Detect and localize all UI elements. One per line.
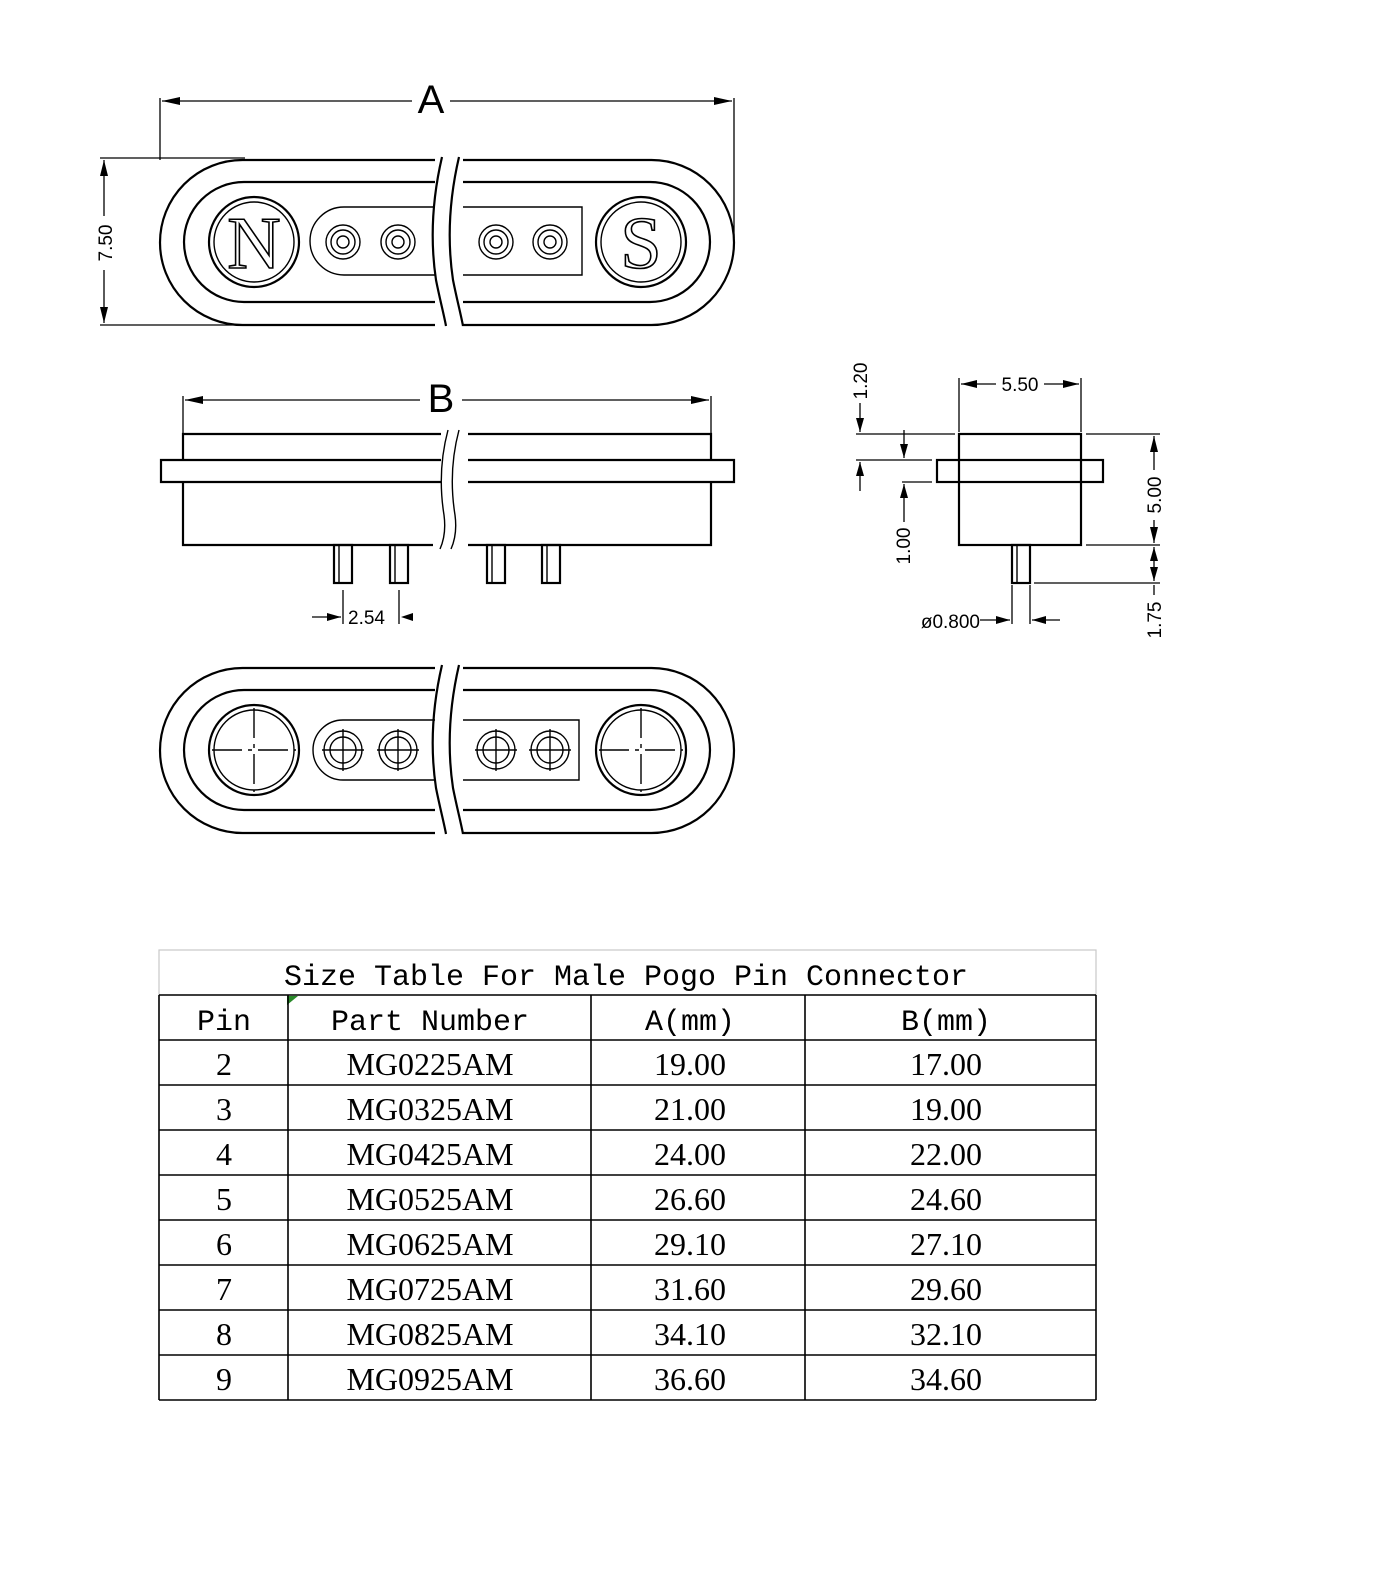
flange-offset-label: 1.00	[894, 528, 915, 565]
size-table-title: Size Table For Male Pogo Pin Connector	[284, 961, 968, 995]
table-cell: 36.60	[654, 1361, 726, 1397]
table-cell: 9	[216, 1361, 232, 1397]
dimension-a: A	[159, 78, 735, 238]
table-cell: 7	[216, 1271, 232, 1307]
table-cell: MG0525AM	[346, 1181, 513, 1217]
north-pole-label: N	[227, 203, 280, 285]
pin-length-label: 1.75	[1145, 602, 1166, 639]
table-header-cell: Part Number	[331, 1006, 529, 1040]
table-cell: 5	[216, 1181, 232, 1217]
north-magnet: N	[207, 195, 301, 289]
bottom-view	[158, 664, 736, 835]
table-cell: 19.00	[654, 1046, 726, 1082]
table-cell: MG0325AM	[346, 1091, 513, 1127]
dimension-pin-diameter: ø0.800	[921, 585, 1060, 633]
table-cell: 24.60	[910, 1181, 982, 1217]
table-cell: 6	[216, 1226, 232, 1262]
table-cell: 3	[216, 1091, 232, 1127]
table-cell: 2	[216, 1046, 232, 1082]
table-cell: 4	[216, 1136, 232, 1172]
table-cell: 24.00	[654, 1136, 726, 1172]
dimension-height-750: 7.50	[96, 157, 245, 326]
table-cell: 29.10	[654, 1226, 726, 1262]
table-cell: 19.00	[910, 1091, 982, 1127]
size-table: Size Table For Male Pogo Pin Connector P…	[158, 949, 1097, 1401]
table-cell: MG0625AM	[346, 1226, 513, 1262]
table-cell: MG0225AM	[346, 1046, 513, 1082]
table-cell: 34.60	[910, 1361, 982, 1397]
table-header-cell: Pin	[197, 1006, 251, 1040]
table-cell: MG0725AM	[346, 1271, 513, 1307]
table-header-cell: A(mm)	[645, 1006, 735, 1040]
south-magnet: S	[594, 195, 688, 289]
table-cell: MG0925AM	[346, 1361, 513, 1397]
dimension-flange-offset-100: 1.00	[894, 430, 932, 564]
dimension-pin-length-175: 1.75	[1145, 547, 1166, 638]
top-view: A 7.50 N	[96, 78, 736, 327]
top-pins	[325, 224, 568, 260]
table-cell: 17.00	[910, 1046, 982, 1082]
side-pins	[332, 543, 562, 585]
height-label: 7.50	[96, 225, 117, 262]
width-label: 5.50	[1002, 375, 1039, 396]
table-cell: 34.10	[654, 1316, 726, 1352]
side-view: B 2.54	[159, 377, 736, 629]
pin-diameter-label: ø0.800	[921, 612, 980, 633]
table-cell: MG0825AM	[346, 1316, 513, 1352]
table-cell: 31.60	[654, 1271, 726, 1307]
dimension-pitch: 2.54	[312, 590, 413, 629]
flange-label: 1.20	[851, 363, 872, 400]
dimension-b-label: B	[428, 377, 455, 421]
table-cell: 22.00	[910, 1136, 982, 1172]
bottom-pins	[322, 729, 571, 771]
dimension-b: B	[182, 377, 712, 433]
table-cell: MG0425AM	[346, 1136, 513, 1172]
dimension-height-500: 5.00	[1034, 433, 1166, 584]
table-cell: 21.00	[654, 1091, 726, 1127]
dimension-flange-120: 1.20	[851, 363, 955, 491]
pitch-label: 2.54	[348, 608, 385, 629]
dimension-width-550: 5.50	[958, 375, 1082, 432]
end-view: 5.50 1.20 1.00	[851, 363, 1166, 639]
table-cell: 32.10	[910, 1316, 982, 1352]
table-header-cell: B(mm)	[901, 1006, 991, 1040]
height-500-label: 5.00	[1145, 477, 1166, 514]
table-cell: 29.60	[910, 1271, 982, 1307]
table-cell: 26.60	[654, 1181, 726, 1217]
bottom-magnets	[207, 703, 688, 797]
dimension-a-label: A	[418, 78, 445, 122]
table-cell: 27.10	[910, 1226, 982, 1262]
table-cell: 8	[216, 1316, 232, 1352]
south-pole-label: S	[620, 203, 661, 285]
